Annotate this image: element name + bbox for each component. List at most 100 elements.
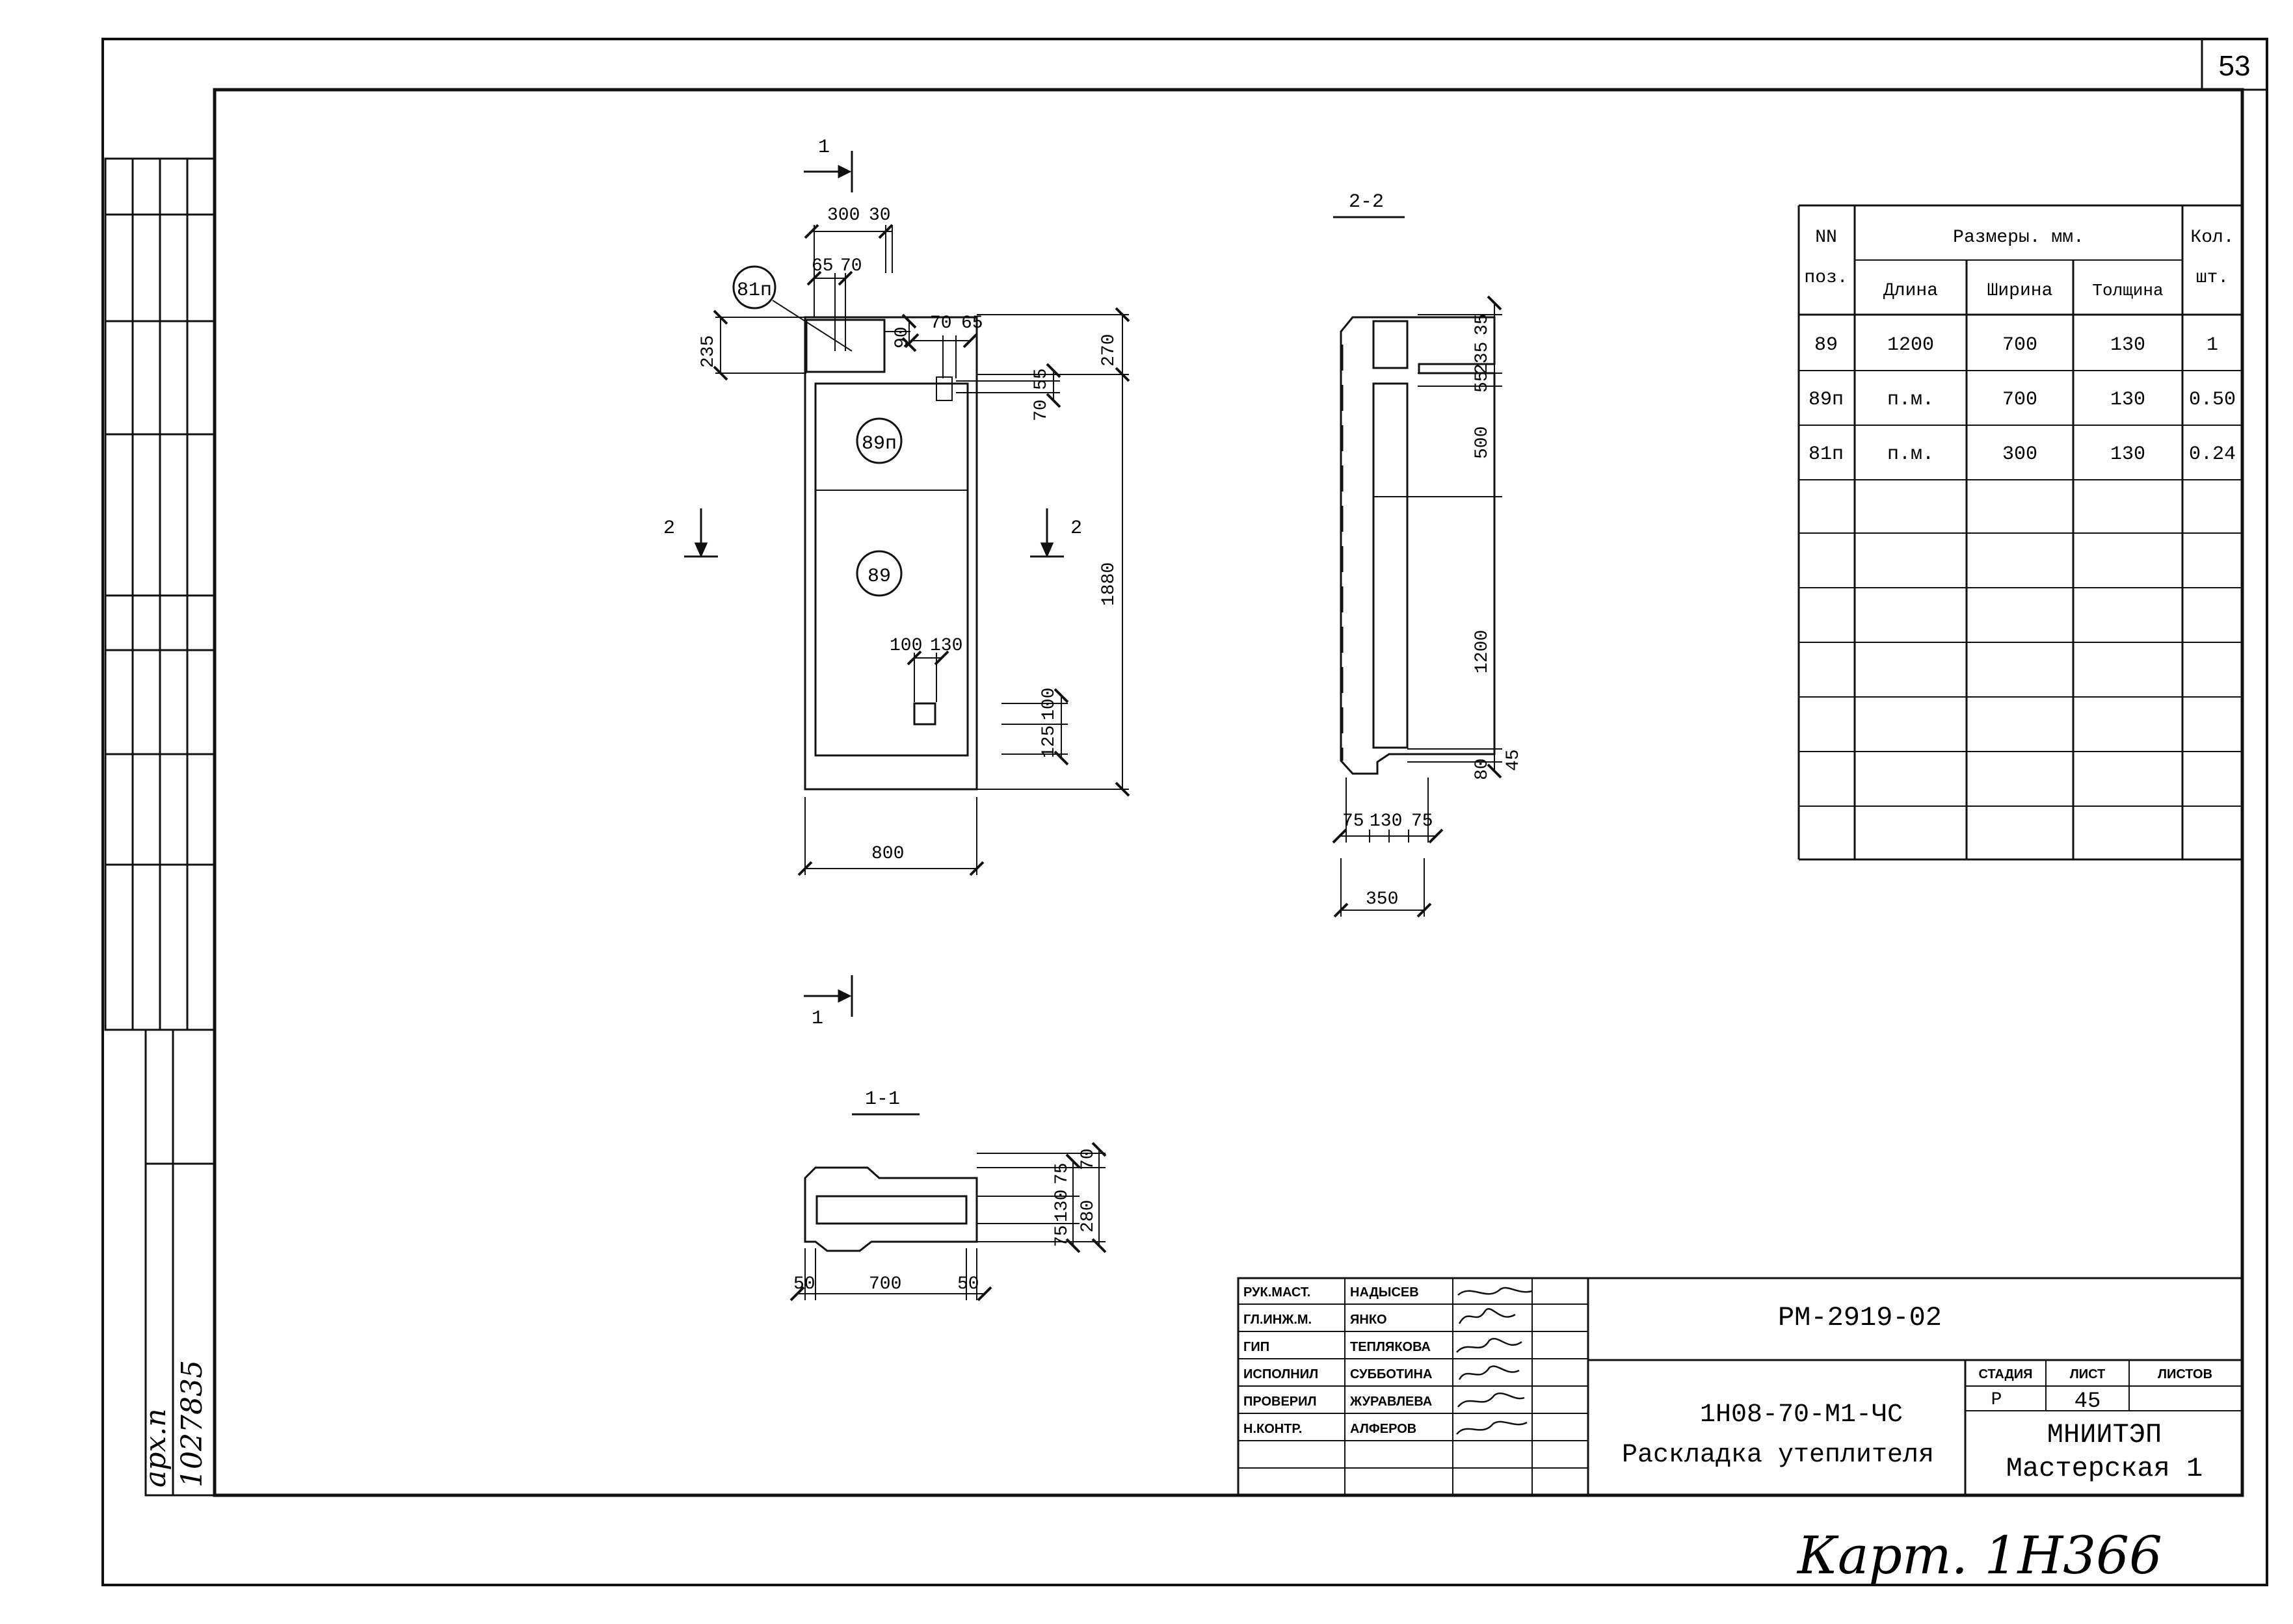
spec-table-header: NN поз. Размеры. мм. Длина Ширина Толщин… xyxy=(1804,228,2234,301)
name-subbotina: СУББОТИНА xyxy=(1350,1367,1432,1382)
name-zhuravleva: ЖУРАВЛЕВА xyxy=(1349,1395,1432,1409)
org-line2: Мастерская 1 xyxy=(2006,1453,2203,1484)
drawing-title: Раскладка утеплителя xyxy=(1622,1441,1934,1470)
callout-89 xyxy=(856,550,903,597)
stage-label: СТАДИЯ xyxy=(1978,1367,2032,1382)
cell-thickness: 130 xyxy=(2110,389,2145,411)
dim-270: 270 xyxy=(1099,334,1119,367)
section-22-title: 2-2 xyxy=(1349,191,1384,213)
dim-70a: 70 xyxy=(840,256,862,276)
plan-callouts: 81п 89п 89 xyxy=(732,265,903,597)
dim-235: 235 xyxy=(698,335,719,368)
section-markers xyxy=(684,151,1064,1017)
s22-dim-130: 130 xyxy=(1370,811,1402,832)
title-block-roles: РУК.МАСТ. ГЛ.ИНЖ.М. ГИП ИСПОЛНИЛ ПРОВЕРИ… xyxy=(1243,1285,1318,1436)
side-stamp-line1: арх.п xyxy=(139,1408,172,1487)
dim-30: 30 xyxy=(869,205,891,226)
callout-81p xyxy=(732,265,776,309)
dim-125: 125 xyxy=(1039,726,1059,758)
cell-length: п.м. xyxy=(1887,443,1934,465)
spec-header-sizes: Размеры. мм. xyxy=(1953,228,2084,248)
s22-dim-75b: 75 xyxy=(1411,811,1433,832)
s11-dim-75b: 75 xyxy=(1052,1225,1072,1247)
section-1-top-label: 1 xyxy=(818,137,830,159)
role-gl-inzh: ГЛ.ИНЖ.М. xyxy=(1243,1313,1312,1327)
section-2-left-label: 2 xyxy=(663,517,675,540)
dim-90: 90 xyxy=(892,326,912,348)
section-22-dimensions xyxy=(1332,295,1502,918)
s22-dim-1200: 1200 xyxy=(1472,630,1492,674)
section-11-title: 1-1 xyxy=(865,1088,900,1110)
spec-header-length: Длина xyxy=(1883,281,1938,301)
s11-dim-75a: 75 xyxy=(1052,1162,1072,1185)
dim-300: 300 xyxy=(827,205,860,226)
dim-1880: 1880 xyxy=(1099,562,1119,606)
cell-qty: 0.24 xyxy=(2189,443,2236,465)
callout-89-label: 89 xyxy=(868,566,891,588)
s22-dim-80: 80 xyxy=(1472,758,1492,780)
role-gip: ГИП xyxy=(1243,1340,1269,1354)
dim-70c: 70 xyxy=(1031,399,1052,421)
side-stamp: арх.п 1027835 xyxy=(139,1360,209,1487)
s11-dim-130: 130 xyxy=(1052,1190,1072,1222)
stage-value: Р xyxy=(1991,1390,2002,1410)
s11-dim-50a: 50 xyxy=(793,1274,815,1294)
signatures xyxy=(1456,1287,1533,1435)
sheets-label: ЛИСТОВ xyxy=(2158,1367,2212,1382)
name-nadysev: НАДЫСЕВ xyxy=(1350,1285,1419,1300)
plan-dimension-labels: 300 30 65 70 70 65 90 235 270 55 70 1880… xyxy=(698,205,1119,864)
spec-header-qty: Кол. xyxy=(2190,228,2234,248)
table-row: 89п п.м. 700 130 0.50 xyxy=(1809,389,2236,411)
dim-130: 130 xyxy=(930,636,962,656)
name-alferov: АЛФЕРОВ xyxy=(1350,1422,1416,1436)
dim-65b: 65 xyxy=(961,313,983,334)
plan-view xyxy=(804,316,978,791)
section-marker-labels: 1 1 2 2 xyxy=(663,137,1082,1030)
cell-length: п.м. xyxy=(1887,389,1934,411)
section-11-labels: 50 700 50 75 130 75 70 280 xyxy=(793,1148,1098,1294)
plan-dimensions xyxy=(713,224,1130,876)
cell-width: 300 xyxy=(2002,443,2037,465)
handwritten-note: Карт. 1Н366 xyxy=(1796,1525,2162,1586)
drawing-id: 1Н08-70-М1-ЧС xyxy=(1700,1400,1903,1430)
sheet-corner-number: 53 xyxy=(2219,50,2251,82)
cell-length: 1200 xyxy=(1887,334,1934,356)
cell-pos: 89 xyxy=(1814,334,1838,356)
name-yanko: ЯНКО xyxy=(1350,1313,1387,1327)
dim-70b: 70 xyxy=(930,313,952,334)
name-teplyakova: ТЕПЛЯКОВА xyxy=(1350,1340,1431,1354)
title-block xyxy=(1237,1277,2244,1497)
left-strip-upper xyxy=(104,157,216,1031)
s22-dim-35: 35 xyxy=(1472,313,1492,335)
cell-qty: 1 xyxy=(2207,334,2218,356)
s22-dim-350: 350 xyxy=(1366,889,1398,910)
callout-81p-label: 81п xyxy=(737,280,772,302)
left-strip-lower xyxy=(144,1028,216,1497)
spec-header-nn: NN xyxy=(1815,228,1837,248)
outer-frame xyxy=(101,38,2268,1586)
cell-width: 700 xyxy=(2002,334,2037,356)
sheet-value: 45 xyxy=(2074,1389,2101,1414)
role-proveril: ПРОВЕРИЛ xyxy=(1243,1395,1317,1409)
callout-89p xyxy=(856,417,903,464)
s22-dim-55: 55 xyxy=(1472,371,1492,393)
cell-pos: 81п xyxy=(1809,443,1844,465)
dim-800: 800 xyxy=(871,844,904,864)
cell-width: 700 xyxy=(2002,389,2037,411)
spec-header-pcs: шт. xyxy=(2196,268,2229,288)
section-1-bottom-label: 1 xyxy=(812,1008,823,1030)
role-n-kontr: Н.КОНТР. xyxy=(1243,1422,1302,1436)
spec-table xyxy=(1797,204,2242,861)
section-2-right-label: 2 xyxy=(1070,517,1082,540)
section-22-view xyxy=(1340,316,1496,775)
s11-dim-700: 700 xyxy=(869,1274,901,1294)
cell-qty: 0.50 xyxy=(2189,389,2236,411)
table-row: 89 1200 700 130 1 xyxy=(1814,334,2218,356)
spec-header-width: Ширина xyxy=(1987,281,2053,301)
section-11-view xyxy=(804,1166,978,1252)
sheet-label: ЛИСТ xyxy=(2070,1367,2106,1382)
dim-55: 55 xyxy=(1031,368,1052,390)
s22-dim-500: 500 xyxy=(1472,426,1492,459)
dim-100: 100 xyxy=(890,636,922,656)
section-22-labels: 35 235 55 500 1200 80 45 75 130 75 350 xyxy=(1342,313,1524,910)
